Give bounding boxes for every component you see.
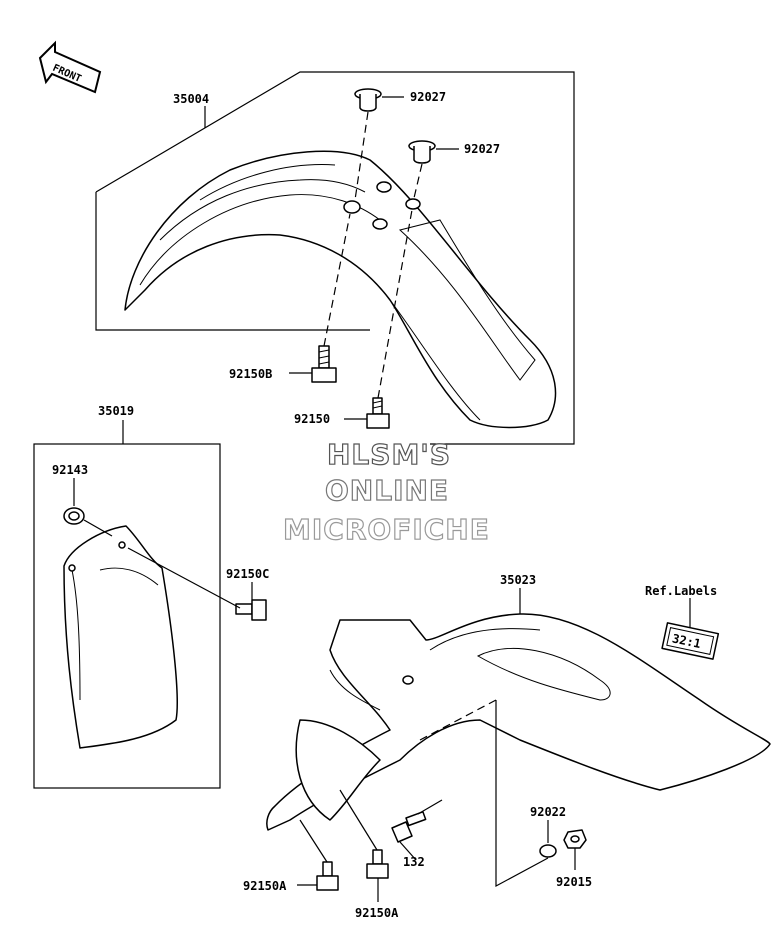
front-fender	[124, 150, 557, 429]
mud-flap	[63, 525, 178, 749]
watermark-line-1: HLSM'S	[327, 438, 451, 471]
rear-fender-hole	[402, 675, 414, 685]
front-arrow-icon: FRONT	[38, 40, 102, 94]
dash-92027b	[413, 163, 423, 199]
line-132	[417, 799, 443, 815]
bolt-icon	[366, 397, 390, 429]
rear-fender-lip	[329, 669, 381, 711]
line-92150a-left	[299, 819, 328, 863]
label-92150a-mid: 92150A	[355, 906, 399, 920]
bolt-icon	[391, 811, 427, 843]
rear-fender-ridge	[429, 628, 541, 651]
rear-fender-recess	[476, 647, 611, 701]
label-ref-labels: Ref.Labels	[645, 584, 717, 598]
fender-hole-4	[405, 198, 421, 210]
fender-ridge-3	[199, 164, 336, 201]
fender-edge-line	[389, 299, 481, 421]
mud-flap-ridge	[99, 567, 159, 586]
label-35019: 35019	[98, 404, 134, 418]
label-tag-icon: 32:1	[661, 622, 720, 660]
box-35004-left	[95, 192, 370, 331]
dash-92150	[377, 209, 413, 399]
fender-hole-3	[372, 218, 388, 230]
mud-flap-hole	[118, 541, 126, 549]
label-92143: 92143	[52, 463, 88, 477]
label-92027-second: 92027	[464, 142, 500, 156]
label-92150b: 92150B	[229, 367, 272, 381]
watermark-line-2: ONLINE	[325, 474, 449, 507]
mud-flap-group	[33, 420, 267, 789]
label-92150a-left: 92150A	[243, 879, 287, 893]
bolt-icon	[311, 345, 337, 383]
bolt-icon	[316, 861, 339, 891]
fender-hole-1	[343, 200, 361, 214]
label-92022: 92022	[530, 805, 566, 819]
bolt-icon	[366, 849, 389, 879]
label-tag-text: 32:1	[671, 631, 702, 651]
line-92143-to-flap	[83, 519, 113, 537]
nut-icon	[563, 829, 587, 849]
washer-icon	[539, 844, 557, 858]
mud-flap-edge	[71, 569, 81, 701]
collar-icon	[63, 507, 85, 525]
ref-labels-group: 32:1	[661, 598, 720, 660]
fender-hole-2	[376, 181, 392, 193]
front-fender-group	[95, 71, 575, 445]
box-35004-right	[95, 71, 575, 445]
fender-channel	[398, 219, 536, 381]
bolt-icon	[235, 599, 267, 621]
mud-flap-hole-2	[68, 564, 76, 572]
label-92027-top: 92027	[410, 90, 446, 104]
label-35004: 35004	[173, 92, 209, 106]
dash-92027a	[354, 111, 369, 201]
box-35019	[33, 443, 221, 789]
label-92150: 92150	[294, 412, 330, 426]
label-92150c: 92150C	[226, 567, 269, 581]
fender-ridge-2	[159, 179, 366, 241]
rear-fender-group	[266, 588, 771, 902]
label-35023: 35023	[500, 573, 536, 587]
dash-92150b	[323, 213, 351, 347]
rear-fender-inner	[295, 719, 381, 821]
grommet-icon	[354, 88, 382, 112]
dash-rear-fender	[419, 699, 497, 741]
leader-132	[399, 841, 417, 861]
line-92150a-mid	[339, 789, 378, 851]
grommet-icon	[408, 140, 436, 164]
label-92015: 92015	[556, 875, 592, 889]
watermark-line-3: MICROFICHE	[283, 513, 490, 546]
line-bracket-92022	[495, 700, 549, 888]
line-92150c	[127, 547, 241, 609]
label-132: 132	[403, 855, 425, 869]
